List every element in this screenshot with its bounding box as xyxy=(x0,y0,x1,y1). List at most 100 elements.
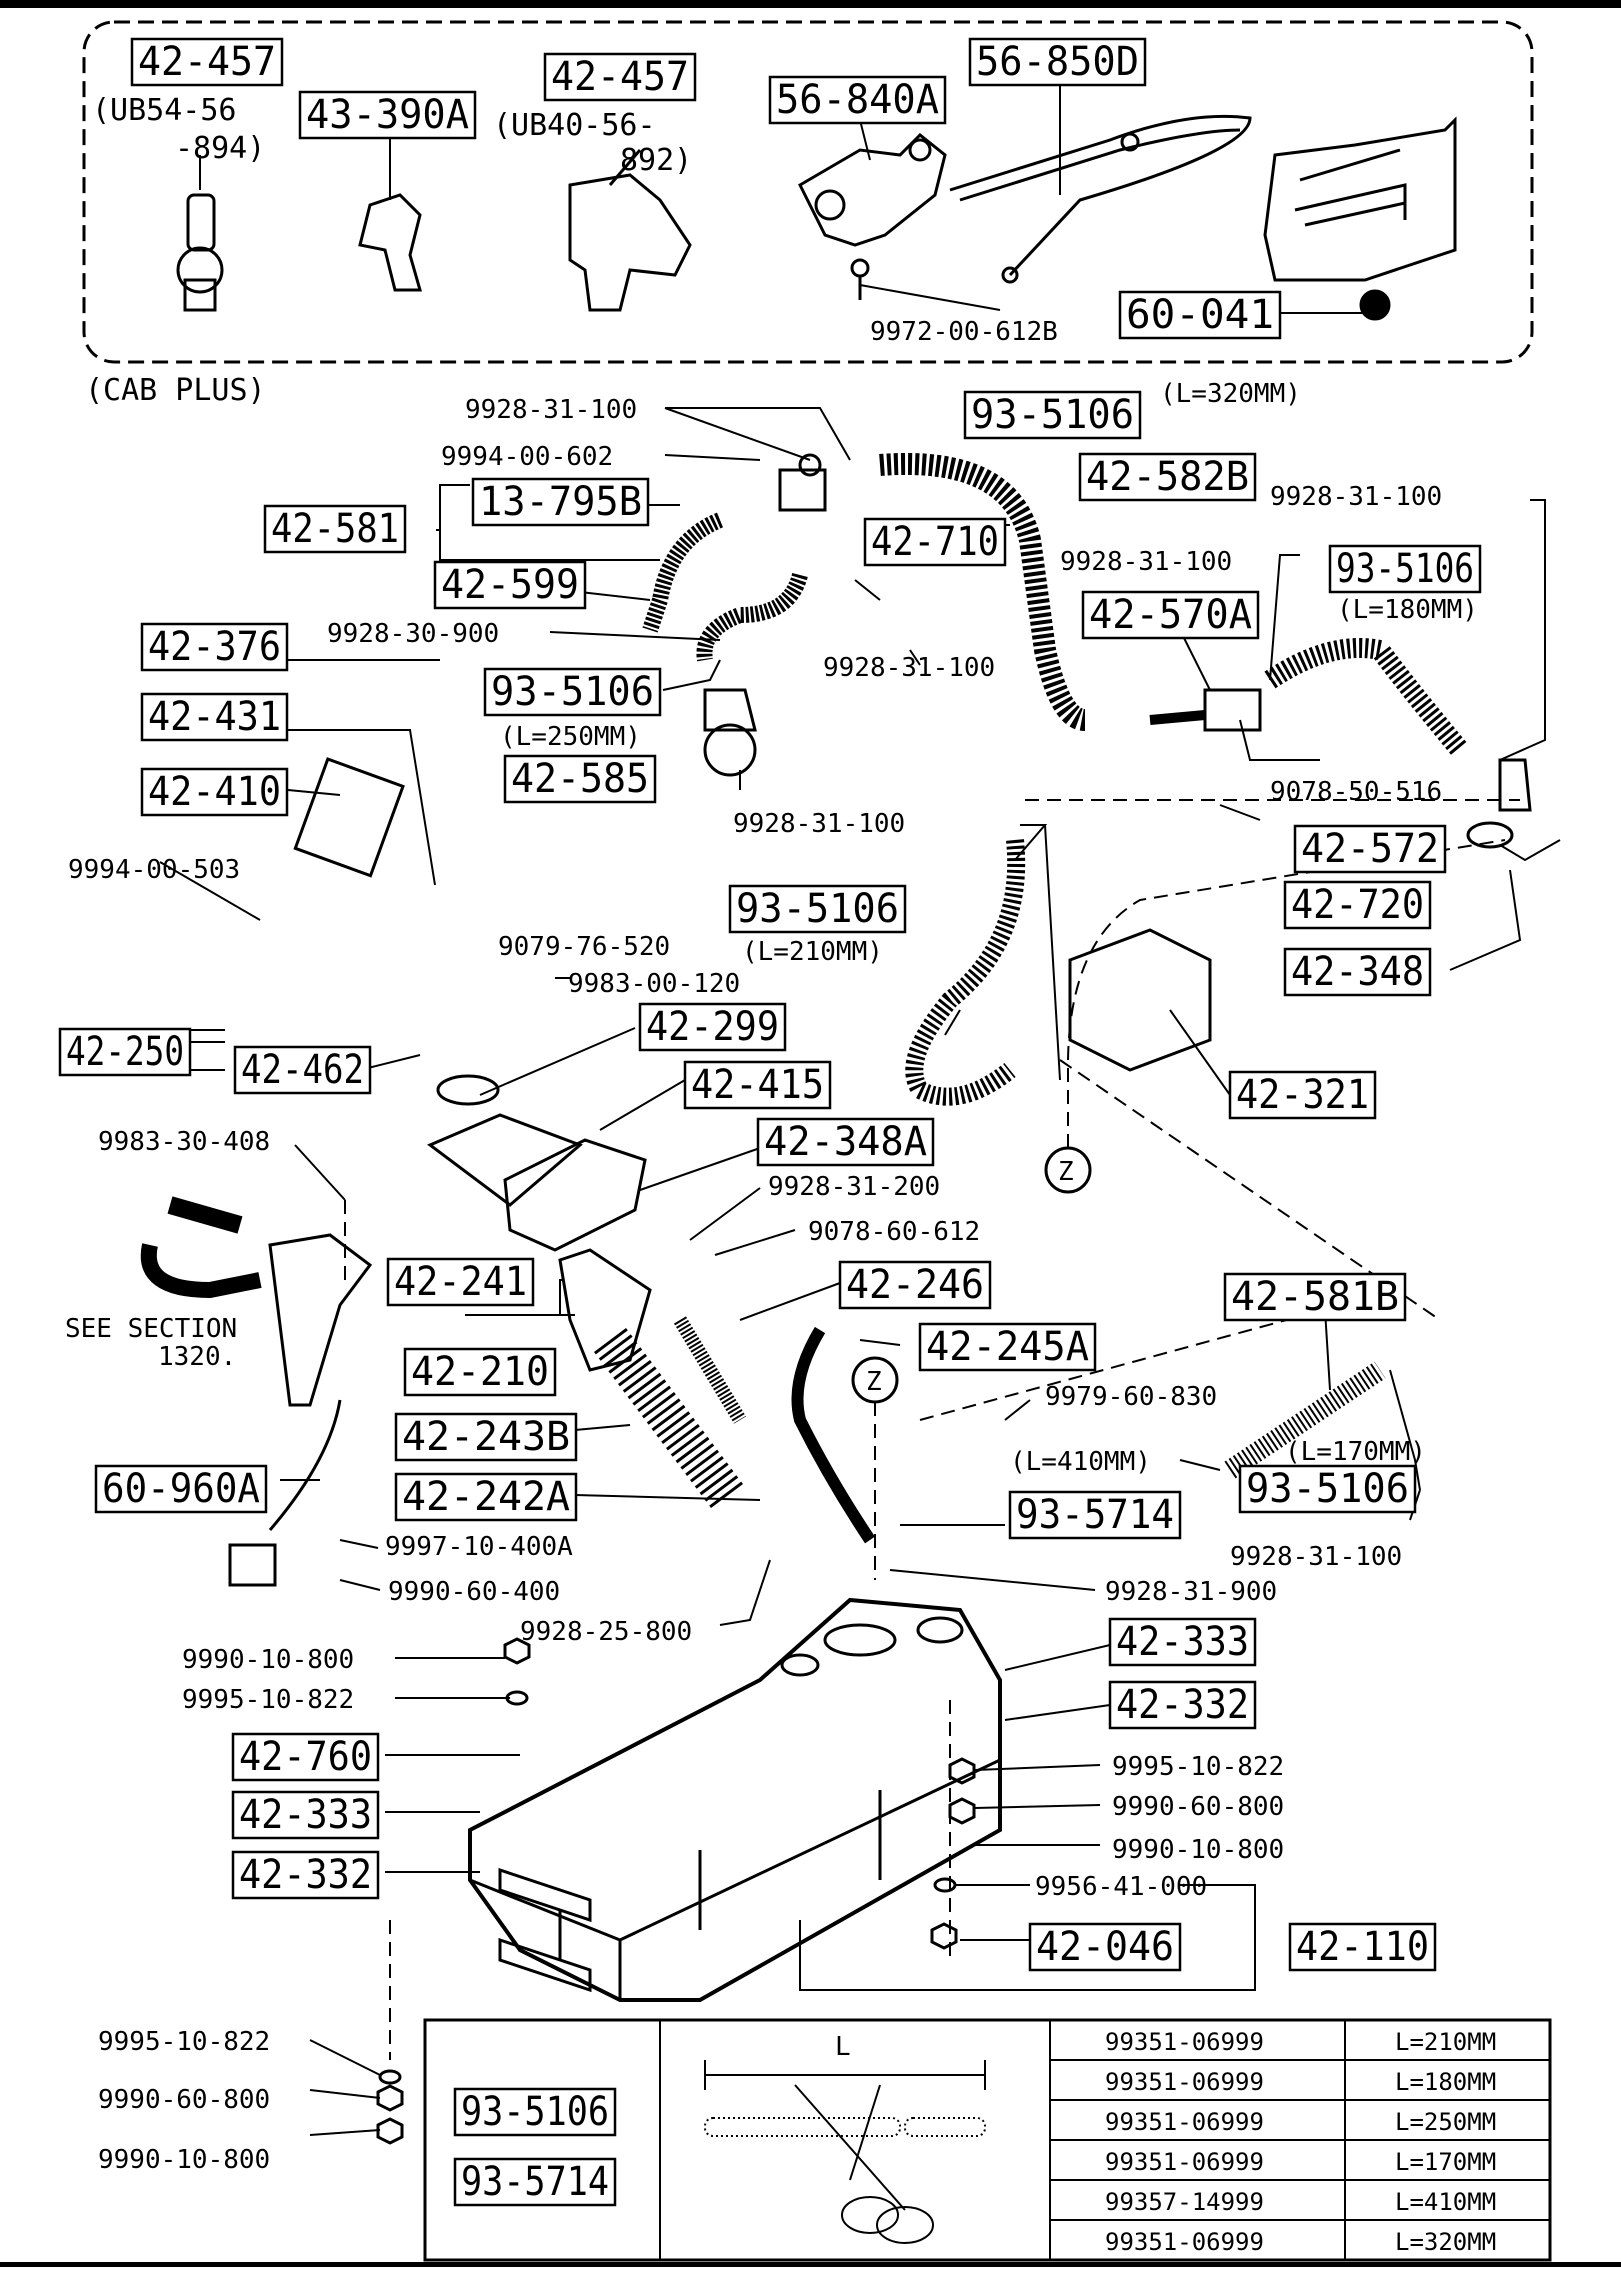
top-border xyxy=(0,0,1621,8)
callout-text: 13-795B xyxy=(479,479,642,525)
callout-text: 56-840A xyxy=(776,77,939,123)
table-code-cell: 99351-06999 xyxy=(1105,2148,1264,2176)
part-number-label: 9928-31-100 xyxy=(1270,482,1442,512)
callout-text: 56-850D xyxy=(976,39,1139,85)
part-number-label: (L=250MM) xyxy=(500,722,641,752)
callout-42-760: 42-760 xyxy=(231,1732,380,1782)
callout-42-599: 42-599 xyxy=(433,560,587,610)
callout-box xyxy=(394,1412,578,1462)
callout-42-110: 42-110 xyxy=(1288,1922,1437,1972)
callout-box xyxy=(231,1850,380,1900)
part-number-label: 892) xyxy=(620,143,692,178)
callout-text: 93-5106 xyxy=(491,669,654,715)
callout-box xyxy=(1008,1490,1182,1540)
callout-text: 42-581B xyxy=(1231,1274,1399,1320)
callout-text: 42-250 xyxy=(66,1029,184,1075)
callout-box xyxy=(638,1002,787,1052)
callout-text: 93-5106 xyxy=(971,392,1134,438)
callout-42-245a: 42-245A xyxy=(918,1322,1097,1372)
callout-93-5714: 93-5714 xyxy=(453,2157,617,2207)
callout-text: 60-041 xyxy=(1126,292,1274,338)
callout-text: 42-710 xyxy=(871,519,999,565)
table-length-cell: L=250MM xyxy=(1395,2108,1496,2136)
part-number-label: 9990-10-800 xyxy=(182,1645,354,1675)
table-code-cell: 99357-14999 xyxy=(1105,2188,1264,2216)
callout-text: 42-246 xyxy=(846,1262,984,1308)
part-number-label: SEE SECTION xyxy=(65,1314,237,1344)
callout-box xyxy=(453,2157,617,2207)
part-number-label: 9928-25-800 xyxy=(520,1617,692,1647)
table-length-cell: L=180MM xyxy=(1395,2068,1496,2096)
callout-42-332: 42-332 xyxy=(1108,1680,1257,1730)
part-number-label: 9928-31-200 xyxy=(768,1172,940,1202)
callout-box xyxy=(1118,290,1282,340)
part-number-label: 1320. xyxy=(158,1342,236,1372)
callout-42-246: 42-246 xyxy=(838,1260,992,1310)
callout-42-457: 42-457 xyxy=(543,52,697,102)
callout-93-5106: 93-5106 xyxy=(728,884,907,934)
part-number-label: (L=170MM) xyxy=(1285,1437,1426,1467)
callout-box xyxy=(1328,544,1482,594)
callout-box xyxy=(433,560,587,610)
part-number-label: 9078-50-516 xyxy=(1270,777,1442,807)
callout-42-581: 42-581 xyxy=(263,504,407,554)
callout-42-348: 42-348 xyxy=(1283,947,1432,997)
part-number-label: 9995-10-822 xyxy=(1112,1752,1284,1782)
callout-93-5714: 93-5714 xyxy=(1008,1490,1182,1540)
callout-60-041: 60-041 xyxy=(1118,290,1282,340)
part-number-label: 9928-31-900 xyxy=(1105,1577,1277,1607)
callout-text: 42-457 xyxy=(551,54,689,100)
table-length-cell: L=210MM xyxy=(1395,2028,1496,2056)
callout-box xyxy=(298,90,477,140)
callout-box xyxy=(838,1260,992,1310)
part-number-label: (L=210MM) xyxy=(742,937,883,967)
part-number-label: 9994-00-503 xyxy=(68,855,240,885)
callout-text: 93-5106 xyxy=(1246,1466,1409,1512)
callout-box xyxy=(756,1117,935,1167)
callout-text: 42-046 xyxy=(1036,1924,1174,1970)
callout-text: 42-376 xyxy=(148,624,281,670)
main-part-drawings xyxy=(140,453,1532,2145)
part-number-label: (UB54-56 xyxy=(92,93,237,128)
callout-text: 42-410 xyxy=(148,769,281,815)
callout-text: 42-242A xyxy=(402,1474,570,1520)
callout-text: 42-570A xyxy=(1089,592,1252,638)
part-number-label: Z xyxy=(866,1367,882,1397)
callout-box xyxy=(1081,590,1260,640)
callout-93-5106: 93-5106 xyxy=(1238,1464,1417,1514)
callout-text: 42-415 xyxy=(691,1062,824,1108)
callout-42-332: 42-332 xyxy=(231,1850,380,1900)
callout-42-333: 42-333 xyxy=(231,1790,380,1840)
callout-42-415: 42-415 xyxy=(683,1060,832,1110)
callout-text: 42-457 xyxy=(138,39,276,85)
part-number-label: 9928-31-100 xyxy=(733,809,905,839)
callout-text: 60-960A xyxy=(102,1466,260,1512)
part-number-label: L xyxy=(835,2032,851,2062)
callout-42-581b: 42-581B xyxy=(1223,1272,1407,1322)
callout-box xyxy=(94,1464,268,1514)
callout-text: 42-245A xyxy=(926,1324,1089,1370)
callout-text: 42-243B xyxy=(402,1414,570,1460)
part-number-label: 9990-10-800 xyxy=(98,2145,270,2175)
part-number-label: 9079-76-520 xyxy=(498,932,670,962)
callout-text: 93-5106 xyxy=(461,2089,609,2135)
callout-93-5106: 93-5106 xyxy=(1328,544,1482,594)
boxed-part-numbers: 42-457 43-390A 42-457 56-840A 56-850D 60-041 9… xyxy=(58,37,1482,2207)
callout-42-243b: 42-243B xyxy=(394,1412,578,1462)
callout-42-572: 42-572 xyxy=(1293,824,1447,874)
callout-text: 43-390A xyxy=(306,92,469,138)
callout-box xyxy=(1028,1922,1182,1972)
callout-box xyxy=(918,1322,1097,1372)
hose-length-table xyxy=(423,2018,1552,2262)
callout-text: 93-5106 xyxy=(1336,546,1474,592)
callout-text: 42-299 xyxy=(646,1004,779,1050)
callout-text: 42-241 xyxy=(394,1259,527,1305)
callout-box xyxy=(140,767,289,817)
part-number-label: 9990-10-800 xyxy=(1112,1835,1284,1865)
callout-42-462: 42-462 xyxy=(233,1045,372,1095)
table-length-cell: L=410MM xyxy=(1395,2188,1496,2216)
table-code-cell: 99351-06999 xyxy=(1105,2028,1264,2056)
part-number-label: 9928-31-100 xyxy=(1230,1542,1402,1572)
